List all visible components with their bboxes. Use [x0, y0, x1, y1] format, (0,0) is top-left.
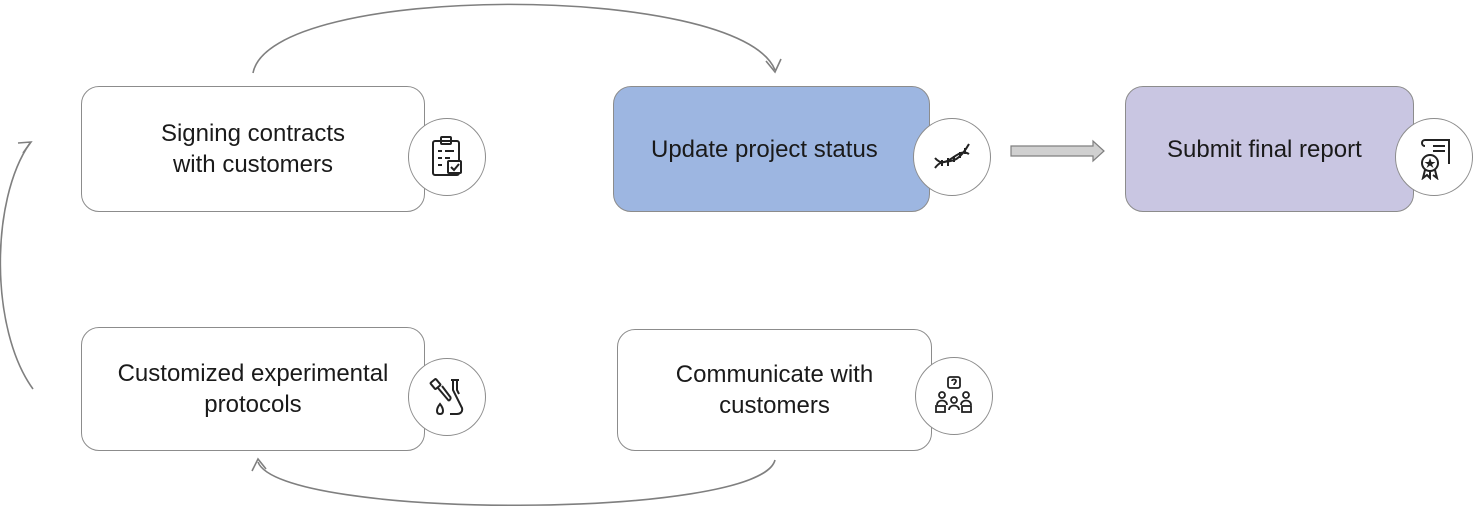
team-discussion-icon	[915, 357, 993, 435]
arrowhead-update	[765, 58, 782, 74]
node-signing-contracts: Signing contracts with customers	[81, 86, 425, 212]
node-update-project-status: Update project status	[613, 86, 930, 212]
dna-icon	[913, 118, 991, 196]
node-communicate-with-customers: Communicate with customers	[617, 329, 932, 451]
node-protocols-label: Customized experimental protocols	[117, 360, 389, 418]
certificate-icon	[1395, 118, 1473, 196]
node-customized-protocols: Customized experimental protocols	[81, 327, 425, 451]
node-update-label: Update project status	[651, 135, 878, 163]
node-submit-final-report: Submit final report	[1125, 86, 1414, 212]
node-submit-label: Submit final report	[1167, 135, 1362, 163]
node-signing-label: Signing contracts with customers	[160, 120, 346, 178]
connector-communicate-to-protocols	[257, 459, 776, 507]
dropper-flask-icon	[408, 358, 486, 436]
connector-signing-to-update	[252, 3, 776, 74]
arrowhead-signing	[17, 141, 33, 154]
arrowhead-protocols	[251, 457, 267, 472]
node-communicate-label: Communicate with customers	[675, 361, 874, 419]
connector-protocols-to-signing	[0, 142, 34, 390]
clipboard-check-icon	[408, 118, 486, 196]
arrow-update-to-submit	[1010, 139, 1105, 163]
